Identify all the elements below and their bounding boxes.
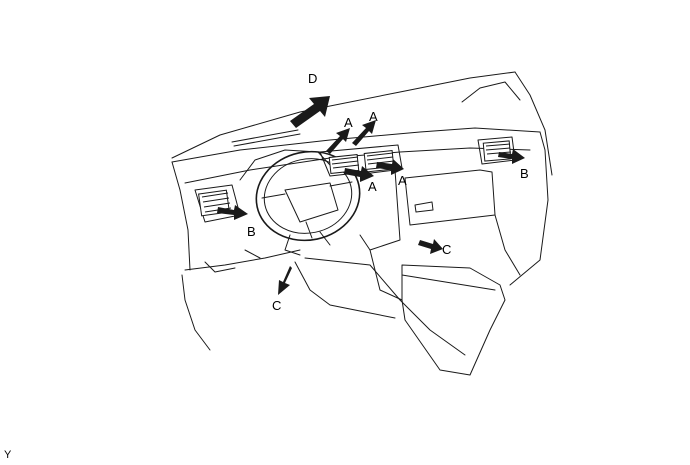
label-b-right: B [520, 166, 529, 181]
label-d: D [308, 71, 318, 86]
label-b-left: B [247, 224, 256, 239]
dash-top [171, 127, 541, 163]
airflow-arrow-a-down-right [376, 159, 404, 175]
steering-wheel-hub [284, 182, 339, 223]
label-c-left: C [272, 298, 282, 313]
airflow-arrow-c-left [278, 266, 292, 295]
center-console-edge [369, 249, 403, 301]
steering-column [284, 231, 331, 256]
kick-panel [294, 261, 396, 319]
center-vent-left [328, 154, 360, 174]
left-door-panel [181, 274, 211, 351]
glove-box [404, 169, 496, 226]
door-line [494, 214, 521, 276]
a-pillar-right [514, 71, 553, 176]
steering-wheel-spokes [261, 181, 353, 239]
airflow-arrow-a-up-right [352, 120, 376, 146]
defroster-slot [231, 129, 301, 147]
figure-code: Y [4, 449, 12, 461]
a-pillar-inner [461, 81, 521, 103]
console-top [401, 274, 496, 291]
steering-wheel-inner [263, 158, 353, 234]
left-lower-panel [184, 249, 301, 271]
steering-wheel-rim [255, 150, 361, 242]
airflow-arrow-b-right [498, 149, 525, 164]
label-a-2: A [369, 109, 378, 124]
label-a-4: A [398, 173, 407, 188]
floor-panel [304, 257, 466, 356]
console-box [401, 264, 506, 376]
windshield-edge [171, 71, 516, 159]
center-stack [354, 169, 401, 251]
label-a-1: A [344, 115, 353, 130]
airflow-arrow-a-down-left [344, 166, 374, 182]
airflow-arrow-a-up-left [326, 128, 350, 154]
left-dash-side [171, 161, 191, 271]
dash-right-side [509, 131, 549, 286]
glove-box-handle [414, 201, 434, 213]
airflow-arrow-c-right [418, 239, 443, 254]
airflow-arrow-b-left [217, 205, 248, 220]
left-under-dash [204, 249, 261, 273]
label-a-3: A [368, 179, 377, 194]
airflow-arrow-d [290, 96, 330, 128]
label-c-right: C [442, 242, 452, 257]
